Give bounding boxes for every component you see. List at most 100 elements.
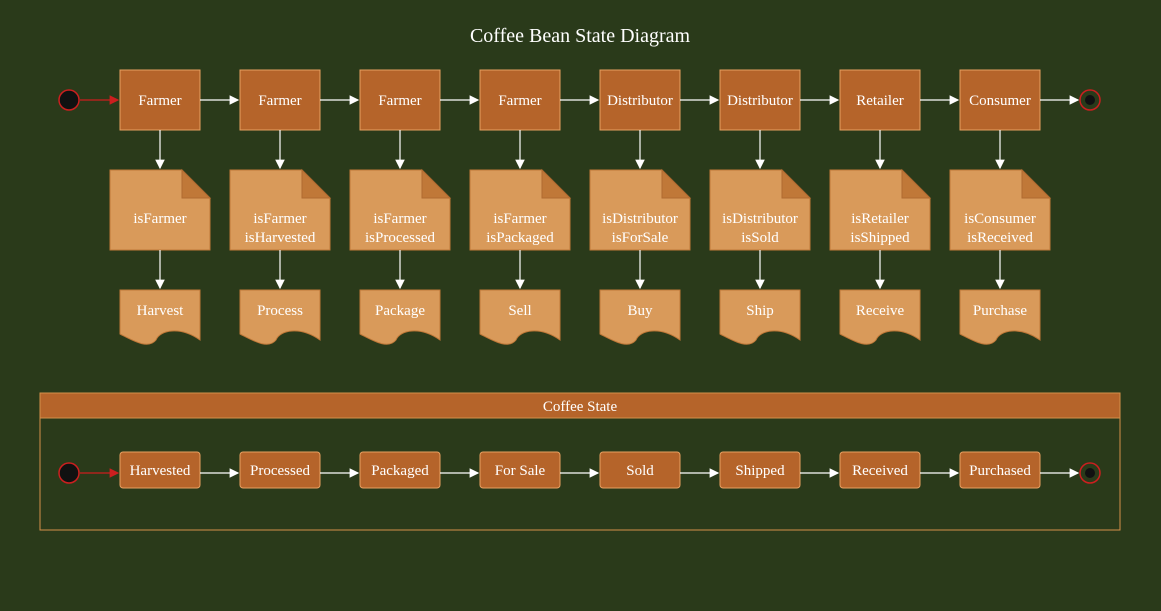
note-folded-corner-icon [109,169,211,251]
check-condition: isDistributor [602,211,678,227]
action-node-6: Ship [719,289,801,345]
document-wave-icon [719,289,801,345]
actor-node-3: Farmer [359,69,441,131]
action-node-5: Buy [599,289,681,345]
state-label: Shipped [735,463,785,479]
check-condition: isForSale [612,230,669,246]
check-condition: isDistributor [722,211,798,227]
coffee-state-group: Coffee State Harvested Processed Packaged F… [39,392,1121,531]
action-node-8: Purchase [959,289,1041,345]
note-fold-corner [661,168,692,199]
state-label: For Sale [495,463,546,479]
check-note-6: isDistributor isSold [709,168,812,251]
note-fold-corner [1021,168,1052,199]
check-condition: isShipped [850,230,910,246]
state-box [599,451,681,489]
actor-label: Consumer [969,93,1031,109]
document-wave-icon [479,289,561,345]
state-box [479,451,561,489]
actor-node-2: Farmer [239,69,321,131]
check-condition: isFarmer [133,211,186,227]
state-box [839,451,921,489]
actor-box [719,69,801,131]
note-fold-corner [181,168,212,199]
state-label: Processed [250,463,310,479]
check-note-3: isFarmer isProcessed [349,168,452,251]
check-condition: isSold [741,230,779,246]
actor-node-8: Consumer [959,69,1041,131]
actor-label: Farmer [498,93,541,109]
actor-label: Retailer [856,93,903,109]
action-label: Sell [508,303,531,319]
start-node-icon [58,89,80,111]
actor-box [479,69,561,131]
action-node-3: Package [359,289,441,345]
action-label: Ship [746,303,774,319]
actor-label: Farmer [378,93,421,109]
document-wave-icon [359,289,441,345]
action-label: Package [375,303,425,319]
check-condition: isConsumer [964,211,1036,227]
actor-node-1: Farmer [119,69,201,131]
state-node-7: Received [839,451,921,489]
state-node-1: Harvested [119,451,201,489]
state-box [359,451,441,489]
actor-node-4: Farmer [479,69,561,131]
action-node-1: Harvest [119,289,201,345]
note-fold-corner [901,168,932,199]
check-condition: isFarmer [253,211,306,227]
state-node-3: Packaged [359,451,441,489]
check-condition: isRetailer [851,211,908,227]
state-node-8: Purchased [959,451,1041,489]
document-wave-icon [239,289,321,345]
end-node-icon [1079,462,1101,484]
actor-node-6: Distributor [719,69,801,131]
actor-node-7: Retailer [839,69,921,131]
start-node-icon [58,462,80,484]
check-condition: isReceived [967,230,1033,246]
state-box [959,451,1041,489]
check-note-7: isRetailer isShipped [829,168,932,251]
actor-box [239,69,321,131]
actor-box [959,69,1041,131]
note-fold-corner [781,168,812,199]
check-condition: isFarmer [493,211,546,227]
check-note-8: isConsumer isReceived [949,168,1052,251]
state-label: Packaged [371,463,429,479]
note-fold-corner [421,168,452,199]
action-label: Buy [627,303,653,319]
state-node-5: Sold [599,451,681,489]
note-fold-corner [541,168,572,199]
actor-box [599,69,681,131]
state-label: Purchased [969,463,1031,479]
state-box [239,451,321,489]
action-label: Process [257,303,303,319]
state-box [119,451,201,489]
document-wave-icon [119,289,201,345]
end-node-icon [1079,89,1101,111]
state-group-header [39,392,1121,419]
actor-label: Farmer [138,93,181,109]
state-node-4: For Sale [479,451,561,489]
actor-node-5: Distributor [599,69,681,131]
check-condition: isProcessed [365,230,435,246]
actor-box [359,69,441,131]
state-group-label: Coffee State [543,399,618,415]
document-wave-icon [959,289,1041,345]
note-fold-corner [301,168,332,199]
state-label: Sold [626,463,654,479]
actor-label: Distributor [607,93,673,109]
check-condition: isPackaged [486,230,554,246]
actor-box [839,69,921,131]
diagram-title: Coffee Bean State Diagram [470,25,691,47]
state-label: Received [852,463,908,479]
actor-label: Distributor [727,93,793,109]
check-note-1: isFarmer [109,168,212,251]
state-label: Harvested [130,463,191,479]
document-wave-icon [839,289,921,345]
action-node-7: Receive [839,289,921,345]
check-condition: isFarmer [373,211,426,227]
